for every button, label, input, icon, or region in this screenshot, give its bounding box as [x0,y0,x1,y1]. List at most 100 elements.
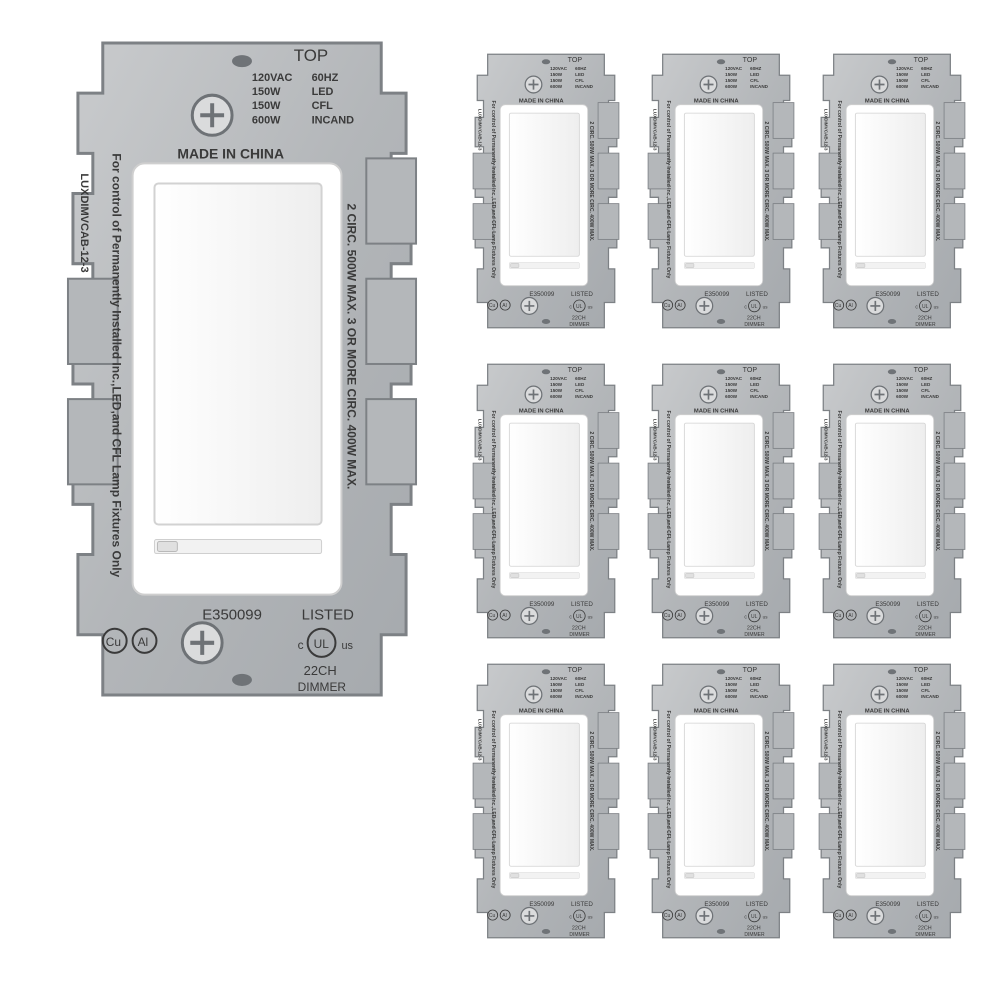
rocker-paddle[interactable] [683,422,755,567]
svg-text:INCAND: INCAND [575,84,593,89]
dimmer-slider[interactable] [509,872,580,879]
svg-text:CFL: CFL [750,388,759,393]
svg-text:INCAND: INCAND [921,694,939,699]
svg-text:INCAND: INCAND [750,694,768,699]
dimmer-word: DIMMER [744,632,765,638]
dimmer-slider[interactable] [509,572,580,579]
svg-text:60HZ: 60HZ [921,66,932,71]
ul-mark: UL c us [744,609,768,623]
dimmer-word: DIMMER [569,322,590,328]
side-text-left: For control of Permanently Installed Inc… [665,711,671,889]
side-text-right: 2 CIRC. 500W MAX. 3 OR MORE CIRC. 400W M… [588,122,594,242]
svg-text:Al: Al [848,303,852,309]
dimmer-slider[interactable] [509,262,580,269]
svg-text:c: c [569,304,572,310]
ul-mark: UL c us [298,627,353,658]
made-in-label: MADE IN CHINA [694,99,739,105]
svg-text:150W: 150W [725,388,738,393]
svg-text:150W: 150W [896,688,909,693]
model-code: LUXDIMVCAB-12-3 [824,719,829,761]
dimmer-word: DIMMER [569,632,590,638]
svg-text:INCAND: INCAND [921,394,939,399]
dimmer-slider[interactable] [855,572,926,579]
svg-text:150W: 150W [252,86,281,98]
svg-text:INCAND: INCAND [312,114,355,126]
listed-label: LISTED [571,901,593,908]
mounting-screw-top [699,385,718,404]
svg-text:UL: UL [751,614,758,620]
mounting-screw-bottom [695,296,714,315]
svg-text:c: c [915,614,918,620]
svg-text:CFL: CFL [312,100,334,112]
svg-text:150W: 150W [252,100,281,112]
file-number: E350099 [704,291,729,298]
rocker-paddle[interactable] [683,112,755,257]
svg-text:UL: UL [751,304,758,310]
dimmer-slider[interactable] [855,262,926,269]
top-label: TOP [743,666,758,674]
svg-text:600W: 600W [550,394,563,399]
svg-text:120VAC: 120VAC [550,676,568,681]
svg-text:LED: LED [750,72,760,77]
side-text-right: 2 CIRC. 500W MAX. 3 OR MORE CIRC. 400W M… [588,732,594,852]
mounting-screw-top [870,685,889,704]
dimmer-slider[interactable] [684,872,755,879]
made-in-label: MADE IN CHINA [865,709,910,715]
rocker-paddle[interactable] [854,722,926,867]
dimmer-slider[interactable] [855,872,926,879]
ul-mark: UL c us [744,299,768,313]
svg-text:CFL: CFL [921,688,930,693]
svg-text:150W: 150W [725,72,738,77]
svg-text:60HZ: 60HZ [575,376,586,381]
svg-text:600W: 600W [896,84,909,89]
file-number: E350099 [529,291,554,298]
svg-text:120VAC: 120VAC [896,676,914,681]
svg-text:150W: 150W [896,78,909,83]
dimmer-slider[interactable] [684,572,755,579]
svg-text:UL: UL [576,614,583,620]
mounting-screw-top [524,75,543,94]
dimmer-slider[interactable] [153,539,323,555]
dimmer-word: DIMMER [298,680,347,694]
rocker-paddle[interactable] [153,182,323,526]
code-22ch: 22CH [572,315,586,321]
made-in-label: MADE IN CHINA [694,709,739,715]
dimmer-slider[interactable] [684,262,755,269]
side-text-right: 2 CIRC. 500W MAX. 3 OR MORE CIRC. 400W M… [934,122,940,242]
ul-mark: UL c us [744,909,768,923]
svg-text:60HZ: 60HZ [921,376,932,381]
svg-text:us: us [934,304,940,309]
svg-text:120VAC: 120VAC [550,376,568,381]
listed-label: LISTED [746,601,768,608]
rocker-paddle[interactable] [854,112,926,257]
rocker-paddle[interactable] [508,422,580,567]
rocker-paddle[interactable] [508,722,580,867]
model-code: LUXDIMVCAB-12-3 [478,109,483,151]
svg-text:600W: 600W [725,394,738,399]
svg-text:60HZ: 60HZ [575,66,586,71]
code-22ch: 22CH [918,315,932,321]
file-number: E350099 [202,607,262,624]
svg-text:Cu: Cu [106,635,121,649]
rocker-paddle[interactable] [683,722,755,867]
side-text-left: For control of Permanently Installed Inc… [665,411,671,589]
svg-text:Al: Al [138,635,149,649]
mounting-screw-bottom [180,621,224,665]
ul-mark: UL c us [569,909,593,923]
svg-text:c: c [569,914,572,920]
svg-text:60HZ: 60HZ [750,66,761,71]
rocker-paddle[interactable] [508,112,580,257]
side-text-right: 2 CIRC. 500W MAX. 3 OR MORE CIRC. 400W M… [763,432,769,552]
top-label: TOP [294,46,328,65]
svg-text:120VAC: 120VAC [896,66,914,71]
svg-text:Cu: Cu [664,613,671,619]
svg-text:Al: Al [677,913,681,919]
rocker-paddle[interactable] [854,422,926,567]
svg-text:CFL: CFL [575,78,584,83]
svg-text:Cu: Cu [835,913,842,919]
svg-text:CFL: CFL [575,388,584,393]
svg-text:us: us [934,614,940,619]
